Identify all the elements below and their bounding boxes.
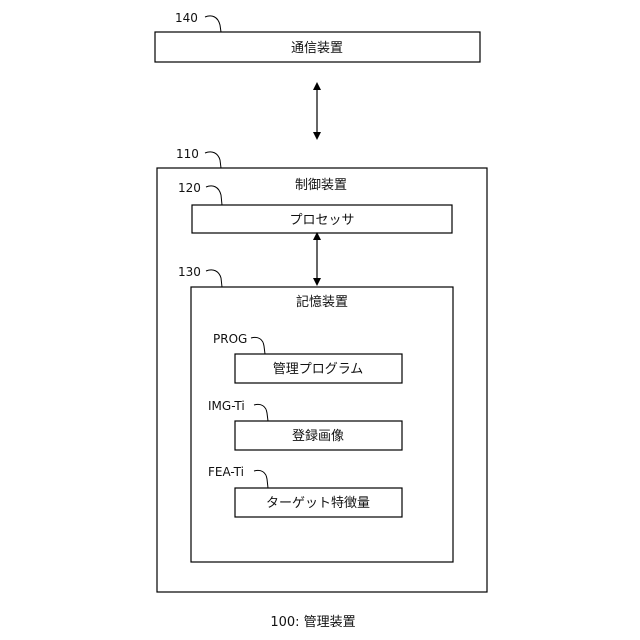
comm-device-label: 通信装置 xyxy=(291,41,343,56)
control-device-label: 制御装置 xyxy=(295,178,347,193)
img-label: 登録画像 xyxy=(292,429,344,444)
fea-label: ターゲット特徴量 xyxy=(266,496,370,511)
fea-ref-label: FEA-Ti xyxy=(208,465,244,479)
figure-caption: 100: 管理装置 xyxy=(270,615,355,630)
prog-label: 管理プログラム xyxy=(273,362,364,377)
comm-ref-label: 140 xyxy=(175,11,198,25)
control-ref-label: 110 xyxy=(176,147,199,161)
comm-leader-line xyxy=(205,16,221,32)
storage-device-label: 記憶装置 xyxy=(296,294,348,310)
processor-label: プロセッサ xyxy=(289,213,354,228)
processor-ref-label: 120 xyxy=(178,181,201,195)
img-ref-label: IMG-Ti xyxy=(208,399,245,413)
storage-ref-label: 130 xyxy=(178,265,201,279)
control-leader-line xyxy=(205,152,221,168)
prog-ref-label: PROG xyxy=(213,332,247,346)
